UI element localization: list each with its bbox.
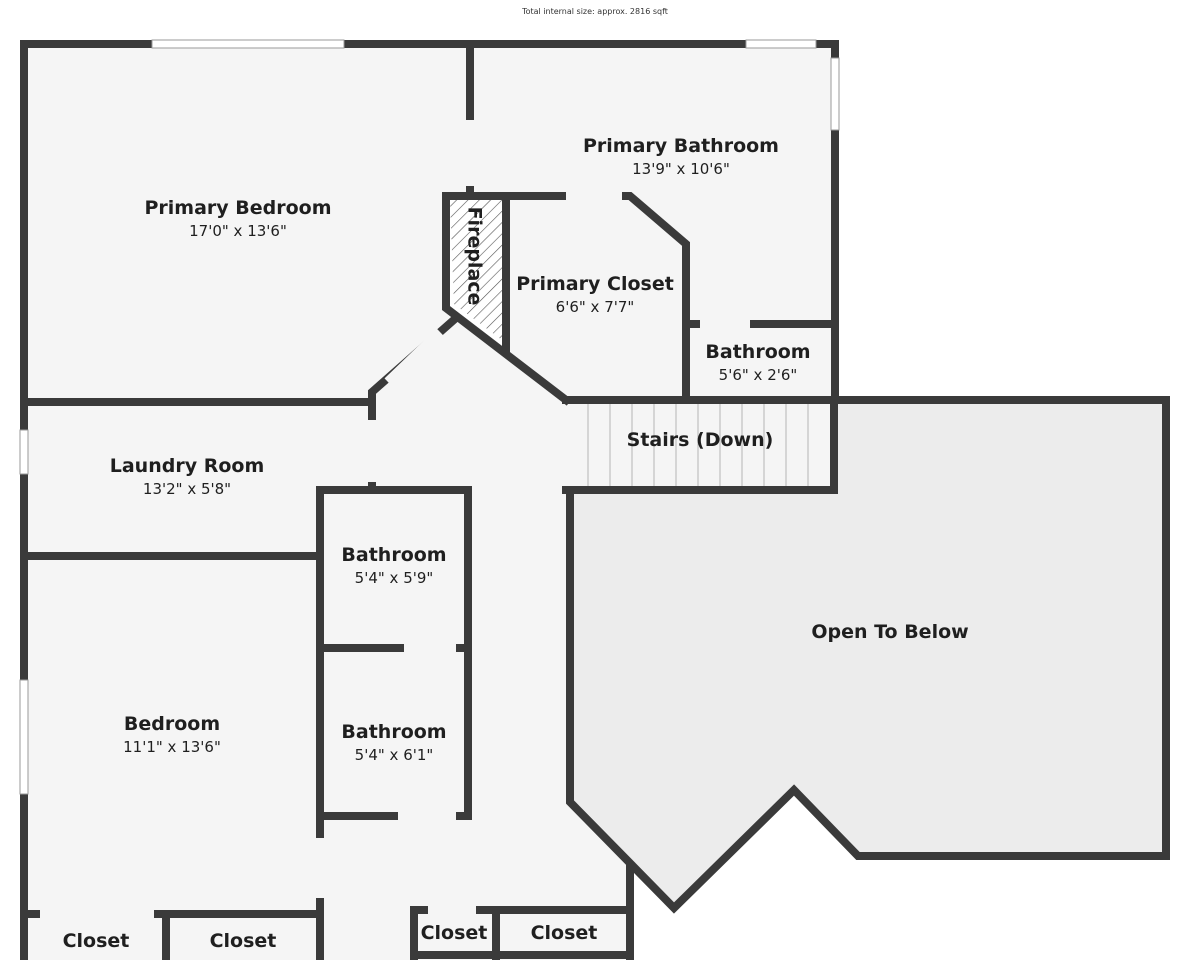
- bathroom-a-dims: 5'4" x 5'9": [355, 569, 434, 587]
- laundry-room-name: Laundry Room: [110, 455, 265, 477]
- stairs-treads: [587, 404, 809, 486]
- laundry-room-dims: 13'2" x 5'8": [143, 480, 231, 498]
- fireplace-hatch: [450, 200, 502, 340]
- fireplace-label: Fireplace: [464, 207, 486, 306]
- door-openings: [40, 120, 750, 919]
- closet-4-label: Closet: [531, 922, 598, 944]
- primary-closet-dims: 6'6" x 7'7": [556, 298, 635, 316]
- total-size-caption: Total internal size: approx. 2816 sqft: [521, 7, 668, 16]
- primary-bathroom-name: Primary Bathroom: [583, 135, 779, 157]
- bathroom-a-name: Bathroom: [341, 544, 446, 566]
- closet-2-label: Closet: [210, 930, 277, 952]
- closet-1-label: Closet: [63, 930, 130, 952]
- floor-left-wing: [24, 44, 630, 960]
- floor-primary-bathroom: [470, 44, 835, 400]
- bathroom-b-dims: 5'4" x 6'1": [355, 746, 434, 764]
- primary-bedroom-dims: 17'0" x 13'6": [189, 222, 287, 240]
- bedroom-name: Bedroom: [124, 713, 220, 735]
- room-labels: Primary Bedroom 17'0" x 13'6" Primary Ba…: [63, 135, 969, 952]
- windows: [19, 39, 840, 795]
- floor-stairs: [566, 400, 834, 486]
- primary-bathroom-dims: 13'9" x 10'6": [632, 160, 730, 178]
- bedroom-dims: 11'1" x 13'6": [123, 738, 221, 756]
- outer-wall-left-top: [20, 40, 839, 960]
- closet-3-label: Closet: [421, 922, 488, 944]
- bathroom-b-name: Bathroom: [341, 721, 446, 743]
- stairs-label: Stairs (Down): [627, 429, 774, 451]
- open-to-below-label: Open To Below: [811, 621, 968, 643]
- primary-bedroom-name: Primary Bedroom: [144, 197, 331, 219]
- primary-closet-name: Primary Closet: [516, 273, 674, 295]
- open-to-below-area: [570, 400, 1166, 908]
- bathroom-small-name: Bathroom: [705, 341, 810, 363]
- bathroom-small-dims: 5'6" x 2'6": [719, 366, 798, 384]
